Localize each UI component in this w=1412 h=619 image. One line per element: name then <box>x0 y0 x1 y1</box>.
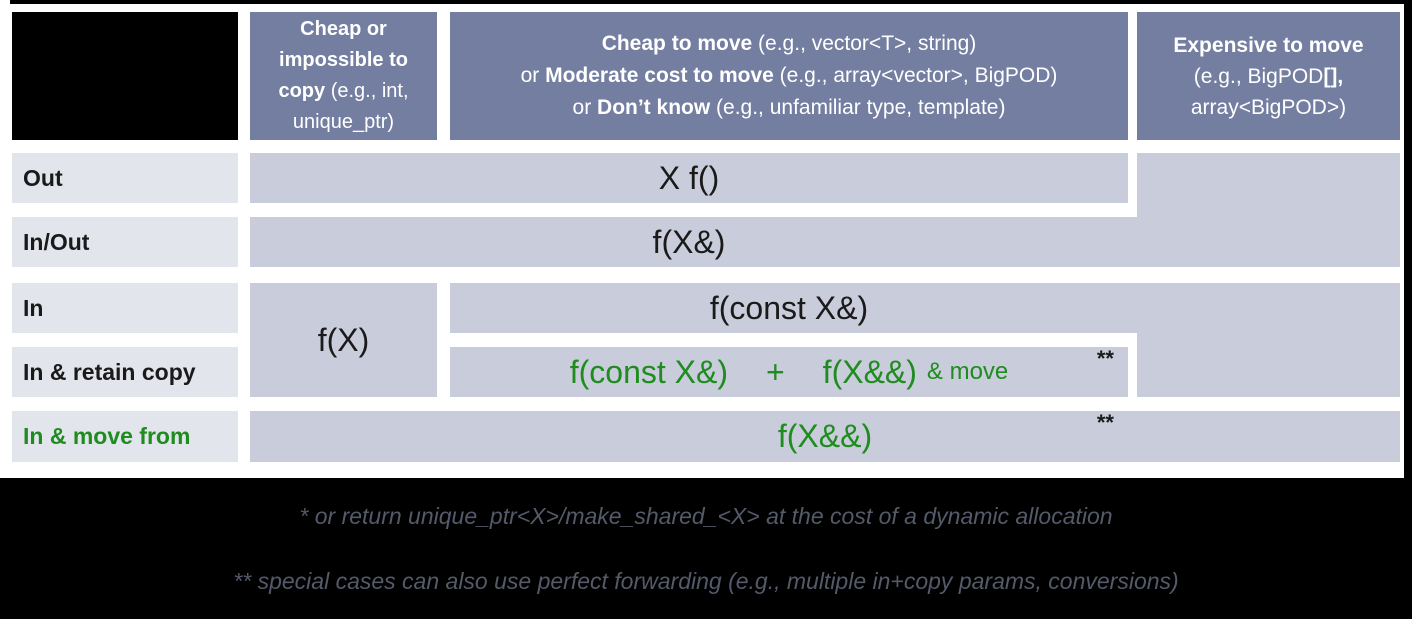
header-bold-text: Cheap to move <box>601 32 753 55</box>
header-bold-text: Don’t know <box>597 96 711 119</box>
code-f-const-x-ref: f(const X&) <box>709 289 869 326</box>
header-bold-text: [], <box>1323 64 1344 88</box>
header-regular-text: (e.g., int, unique_ptr) <box>292 80 409 133</box>
code-f-x-rvalue-ref-green: f(X&&) <box>777 418 873 454</box>
and-move-suffix: & move <box>926 358 1009 385</box>
code-retain-overloads: f(const X&) + f(X&&) & move <box>570 354 1009 391</box>
cell-out-return-by-value: X f() <box>250 153 1128 203</box>
row-label-text: Out <box>23 164 63 191</box>
footnote-perfect-forwarding: ** special cases can also use perfect fo… <box>233 567 1179 594</box>
header-line-2: or Moderate cost to move (e.g., array<ve… <box>521 60 1058 92</box>
column-header-expensive-move: Expensive to move (e.g., BigPOD[], array… <box>1137 12 1400 140</box>
footnote-dynamic-allocation: * or return unique_ptr<X>/make_shared_<X… <box>299 502 1113 529</box>
header-regular-text: or <box>572 96 598 119</box>
header-line-1: Cheap to move (e.g., vector<T>, string) <box>602 28 977 60</box>
code-f-x: f(X) <box>317 321 370 358</box>
column-header-cheap-move: Cheap to move (e.g., vector<T>, string) … <box>450 12 1128 140</box>
top-border <box>10 0 1412 4</box>
column-header-cheap-copy-text: Cheap or impossible to copy (e.g., int, … <box>256 14 431 138</box>
header-regular-text: (e.g., vector<T>, string) <box>752 32 977 55</box>
code-x-f: X f() <box>658 159 720 196</box>
row-label-inout: In/Out <box>12 217 238 267</box>
code-f-x-rvalue-ref: f(X&&) <box>822 353 917 390</box>
row-label-in: In <box>12 283 238 333</box>
header-bold-text: Expensive to move <box>1173 33 1364 57</box>
code-f-x-ref: f(X&) <box>652 223 726 260</box>
cell-inout-reference: f(X&) <box>250 217 1400 267</box>
corner-black-box <box>12 12 238 140</box>
header-regular-text: array<BigPOD>) <box>1190 95 1347 119</box>
cell-retain-copy-overloads: f(const X&) + f(X&&) & move ** <box>450 347 1128 397</box>
header-regular-text: (e.g., unfamiliar type, template) <box>710 96 1006 119</box>
plus-sign: + <box>765 353 785 390</box>
row-label-out: Out <box>12 153 238 203</box>
row-label-text: In & move from <box>23 423 191 449</box>
row-label-text: In/Out <box>23 228 90 255</box>
code-f-const-x-ref-green: f(const X&) <box>569 353 728 390</box>
right-border <box>1404 0 1412 619</box>
row-label-text: In <box>23 294 44 321</box>
double-asterisk-mark: ** <box>1096 410 1114 435</box>
header-line-2: (e.g., BigPOD[], <box>1194 61 1343 92</box>
cell-move-from-rvalue: f(X&&) ** <box>250 411 1400 462</box>
header-regular-text: or <box>520 64 546 87</box>
header-line-3: array<BigPOD>) <box>1191 92 1346 123</box>
header-line-3: or Don’t know (e.g., unfamiliar type, te… <box>573 92 1006 124</box>
header-line-1: Expensive to move <box>1173 30 1363 61</box>
row-label-text: In & retain copy <box>23 358 196 385</box>
row-label-in-move-from: In & move from <box>12 411 238 462</box>
header-regular-text: (e.g., BigPOD <box>1193 64 1324 88</box>
double-asterisk-mark: ** <box>1096 346 1114 371</box>
footer-band: * or return unique_ptr<X>/make_shared_<X… <box>0 478 1412 619</box>
header-bold-text: Cheap or impossible to copy <box>278 18 408 102</box>
header-regular-text: (e.g., array<vector>, BigPOD) <box>773 64 1058 87</box>
cell-in-const-reference: f(const X&) <box>450 283 1400 333</box>
header-bold-text: Moderate cost to move <box>545 64 774 87</box>
row-label-in-retain-copy: In & retain copy <box>12 347 238 397</box>
cell-in-pass-by-value: f(X) <box>250 283 437 397</box>
column-header-cheap-copy: Cheap or impossible to copy (e.g., int, … <box>250 12 437 140</box>
